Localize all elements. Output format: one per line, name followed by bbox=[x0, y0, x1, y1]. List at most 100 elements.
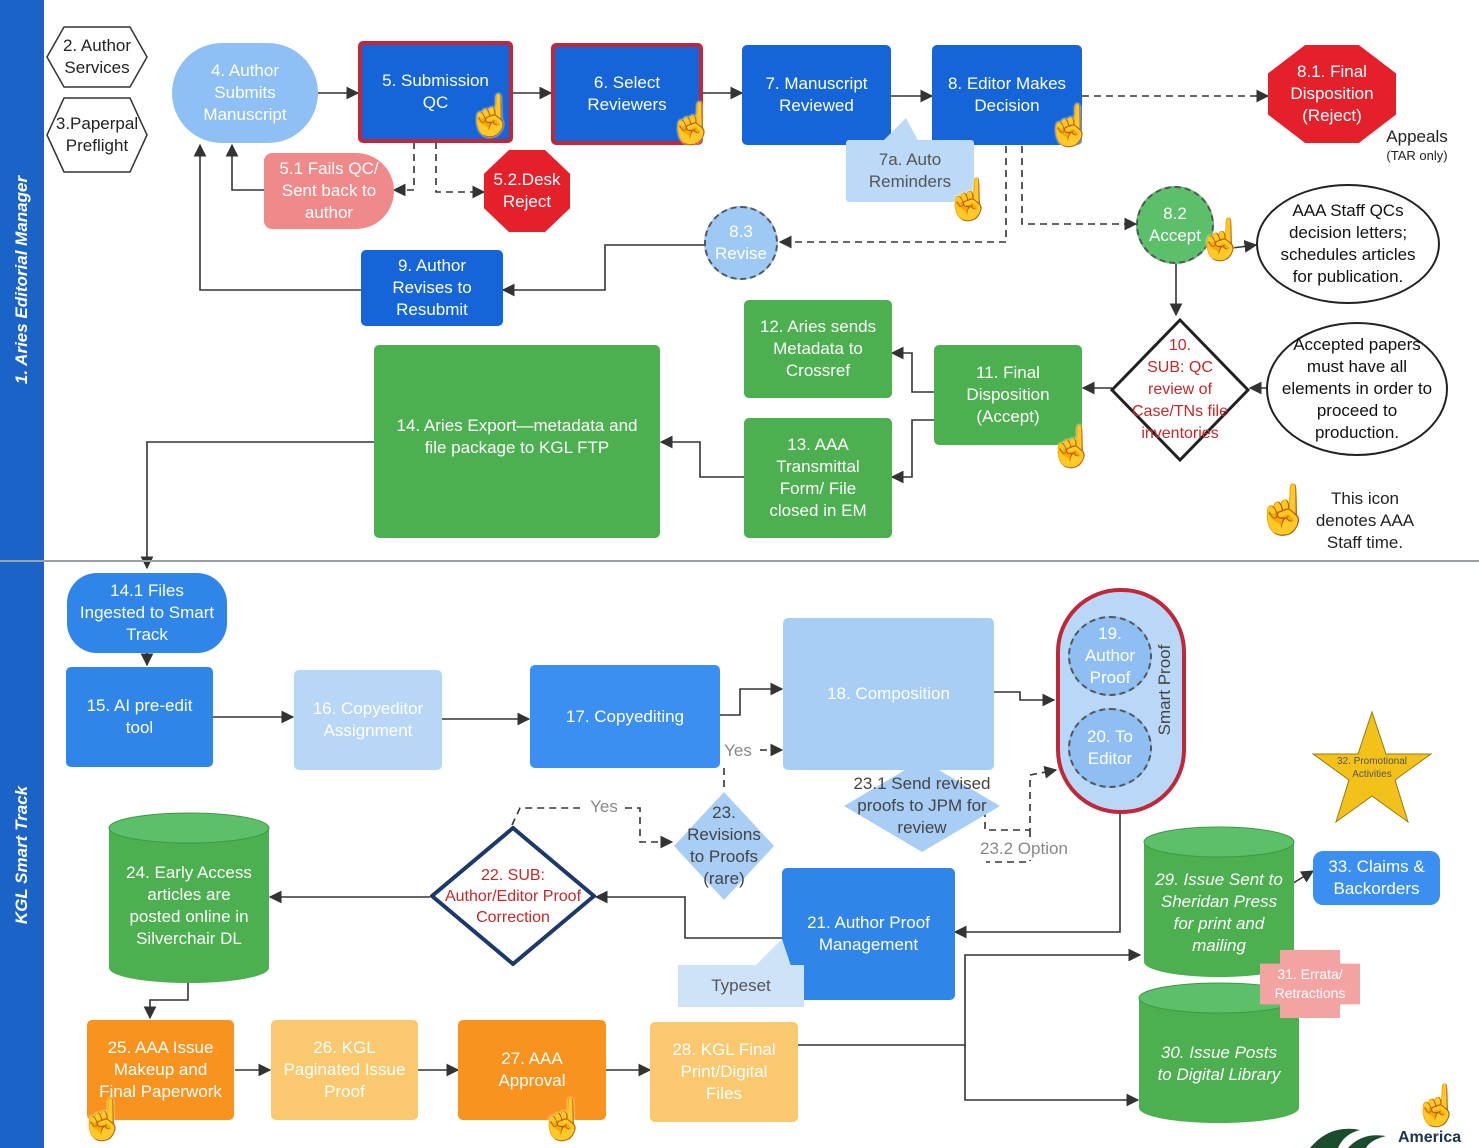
arrow-14-141 bbox=[140, 441, 374, 570]
arrow-28-29 bbox=[798, 948, 1142, 1046]
hand-pointer-icon: ☝ bbox=[1045, 104, 1095, 148]
node-15-ai-preedit: 15. AI pre-edit tool bbox=[66, 667, 213, 767]
arrow-24-25 bbox=[143, 982, 189, 1020]
arrow-28-30 bbox=[964, 1045, 1140, 1107]
arrow-5-52 bbox=[435, 142, 486, 199]
callout-typeset-label: Typeset bbox=[711, 976, 771, 995]
node-25-issue-makeup: 25. AAA Issue Makeup and Final Paperwork bbox=[87, 1020, 234, 1120]
node-32-promotional: 32. Promotional Activities bbox=[1336, 756, 1408, 780]
node-3-label: 3.Paperpal Preflight bbox=[55, 114, 139, 155]
node-29-cylinder bbox=[1143, 826, 1295, 977]
appeals-label: Appeals bbox=[1386, 127, 1448, 146]
lane-aries-bar bbox=[0, 0, 44, 560]
node-7a-label: 7a. Auto Reminders bbox=[868, 150, 952, 191]
arrow-8-82 bbox=[1021, 146, 1138, 231]
node-22-label: 22. SUB: Author/Editor Proof Correction bbox=[444, 866, 582, 926]
node-5-submission-qc: 5. Submission QC bbox=[358, 41, 513, 143]
node-14-aries-export: 14. Aries Export—metadata and file packa… bbox=[374, 345, 660, 538]
yes-label-2: Yes bbox=[586, 796, 622, 818]
node-7a-auto-reminders: 7a. Auto Reminders bbox=[846, 118, 974, 202]
hand-pointer-icon: ☝ bbox=[78, 1098, 128, 1142]
hand-pointer-icon: ☝ bbox=[1412, 1084, 1462, 1128]
arrow-13-14 bbox=[659, 435, 744, 478]
node-19-author-proof: 19. Author Proof bbox=[1068, 616, 1152, 696]
arrow-9-4 bbox=[193, 143, 361, 291]
arrow-21-22 bbox=[594, 890, 782, 939]
node-24-early-access: 24. Early Access articles are posted onl… bbox=[126, 863, 252, 948]
node-28-final-files: 28. KGL Final Print/Digital Files bbox=[650, 1022, 798, 1122]
hand-pointer-icon: ☝ bbox=[944, 178, 994, 222]
arrow-82-cloud bbox=[1215, 240, 1258, 253]
node-13-transmittal: 13. AAA Transmittal Form/ File closed in… bbox=[744, 418, 892, 538]
node-12-crossref: 12. Aries sends Metadata to Crossref bbox=[744, 300, 892, 398]
node-26-paginated-proof: 26. KGL Paginated Issue Proof bbox=[271, 1020, 418, 1120]
legend-text: This icon denotes AAA Staff time. bbox=[1315, 489, 1415, 552]
cloud-staff-qcs: AAA Staff QCs decision letters; schedule… bbox=[1256, 184, 1440, 304]
node-17-copyediting: 17. Copyediting bbox=[530, 665, 720, 768]
arrow-51-4 bbox=[225, 143, 264, 191]
node-2-label: 2. Author Services bbox=[62, 36, 132, 77]
node-11-final-accept: 11. Final Disposition (Accept) bbox=[934, 345, 1082, 445]
node-10-label: 10. SUB: QC review of Case/TNs file inve… bbox=[1131, 337, 1229, 442]
option-23-2-label: 23.2 Option bbox=[980, 838, 1084, 860]
hand-pointer-icon: ☝ bbox=[1047, 425, 1097, 469]
node-4-author-submits: 4. Author Submits Manuscript bbox=[172, 43, 318, 143]
hand-pointer-icon: ☝ bbox=[1196, 218, 1246, 262]
node-20-to-editor: 20. To Editor bbox=[1068, 708, 1152, 788]
node-5-1-fails-qc: 5.1 Fails QC/ Sent back to author bbox=[264, 153, 394, 229]
legend-hand-icon: ☝ bbox=[1254, 484, 1314, 537]
node-8-1-final-reject: 8.1. Final Disposition (Reject) bbox=[1268, 45, 1396, 143]
star-shape bbox=[1311, 710, 1433, 824]
lane-divider bbox=[0, 560, 1479, 562]
hand-pointer-icon: ☝ bbox=[466, 94, 516, 138]
node-9-author-revises: 9. Author Revises to Resubmit bbox=[361, 250, 503, 326]
arrow-83-9 bbox=[501, 244, 706, 297]
tar-only-label: (TAR only) bbox=[1386, 148, 1448, 163]
arrow-5-51 bbox=[392, 142, 415, 197]
lane-kgl-title: KGL Smart Track bbox=[12, 785, 31, 925]
logo-text: America bbox=[1398, 1129, 1462, 1146]
node-8-2-accept: 8.2 Accept bbox=[1136, 186, 1214, 264]
node-5-2-desk-reject: 5.2.Desk Reject bbox=[484, 150, 570, 232]
node-16-copyeditor-assignment: 16. Copyeditor Assignment bbox=[294, 670, 442, 770]
node-3-paperpal: 3.Paperpal Preflight bbox=[46, 97, 148, 173]
node-14-1-files-ingested: 14.1 Files Ingested to Smart Track bbox=[67, 573, 227, 653]
node-8-3-revise: 8.3 Revise bbox=[704, 206, 778, 280]
lane-kgl-bar bbox=[0, 562, 44, 1148]
node-18-composition: 18. Composition bbox=[783, 618, 994, 770]
node-30-digital-library: 30. Issue Posts to Digital Library bbox=[1157, 1043, 1281, 1084]
node-23-revisions: 23. Revisions to Proofs (rare) bbox=[672, 790, 776, 902]
arrow-8-83 bbox=[778, 146, 1007, 249]
callout-typeset: Typeset bbox=[678, 939, 804, 1007]
node-21-author-proof-mgmt: 21. Author Proof Management bbox=[782, 868, 955, 1000]
node-22-sub-correction: 22. SUB: Author/Editor Proof Correction bbox=[430, 826, 596, 966]
node-6-select-reviewers: 6. Select Reviewers bbox=[551, 43, 703, 145]
arrow-11-12 bbox=[890, 346, 934, 393]
hand-pointer-icon: ☝ bbox=[538, 1098, 588, 1142]
smart-proof-label: Smart Proof bbox=[1155, 644, 1174, 736]
logo-mark bbox=[1310, 1128, 1386, 1148]
node-2-author-services: 2. Author Services bbox=[46, 26, 148, 88]
node-33-claims: 33. Claims & Backorders bbox=[1313, 851, 1440, 905]
node-8-editor-decision: 8. Editor Makes Decision bbox=[932, 45, 1082, 145]
node-7-manuscript-reviewed: 7. Manuscript Reviewed bbox=[742, 45, 891, 145]
arrow-232-proof bbox=[986, 830, 1031, 863]
arrow-proof-21 bbox=[953, 812, 1121, 939]
arrow-11-13 bbox=[890, 419, 934, 484]
arrow-17-18 bbox=[720, 682, 784, 716]
node-24-cylinder bbox=[108, 812, 270, 983]
lane-aries-title: 1. Aries Editorial Manager bbox=[12, 175, 31, 385]
node-10-sub-qc-review: 10. SUB: QC review of Case/TNs file inve… bbox=[1110, 318, 1250, 462]
arrow-22-23 bbox=[511, 807, 672, 842]
yes-label-1: Yes bbox=[720, 740, 756, 762]
cloud-accepted-papers: Accepted papers must have all elements i… bbox=[1266, 322, 1448, 456]
node-23-label: 23. Revisions to Proofs (rare) bbox=[687, 803, 761, 888]
node-29-issue-sent: 29. Issue Sent to Sheridan Press for pri… bbox=[1155, 870, 1283, 955]
arrow-18-proof bbox=[994, 691, 1056, 707]
node-23-1-send-revised: 23.1 Send revised proofs to JPM for revi… bbox=[842, 758, 1002, 854]
hand-pointer-icon: ☝ bbox=[667, 102, 717, 146]
node-23-1-label: 23.1 Send revised proofs to JPM for revi… bbox=[853, 774, 991, 837]
node-27-aaa-approval: 27. AAA Approval bbox=[458, 1020, 606, 1120]
